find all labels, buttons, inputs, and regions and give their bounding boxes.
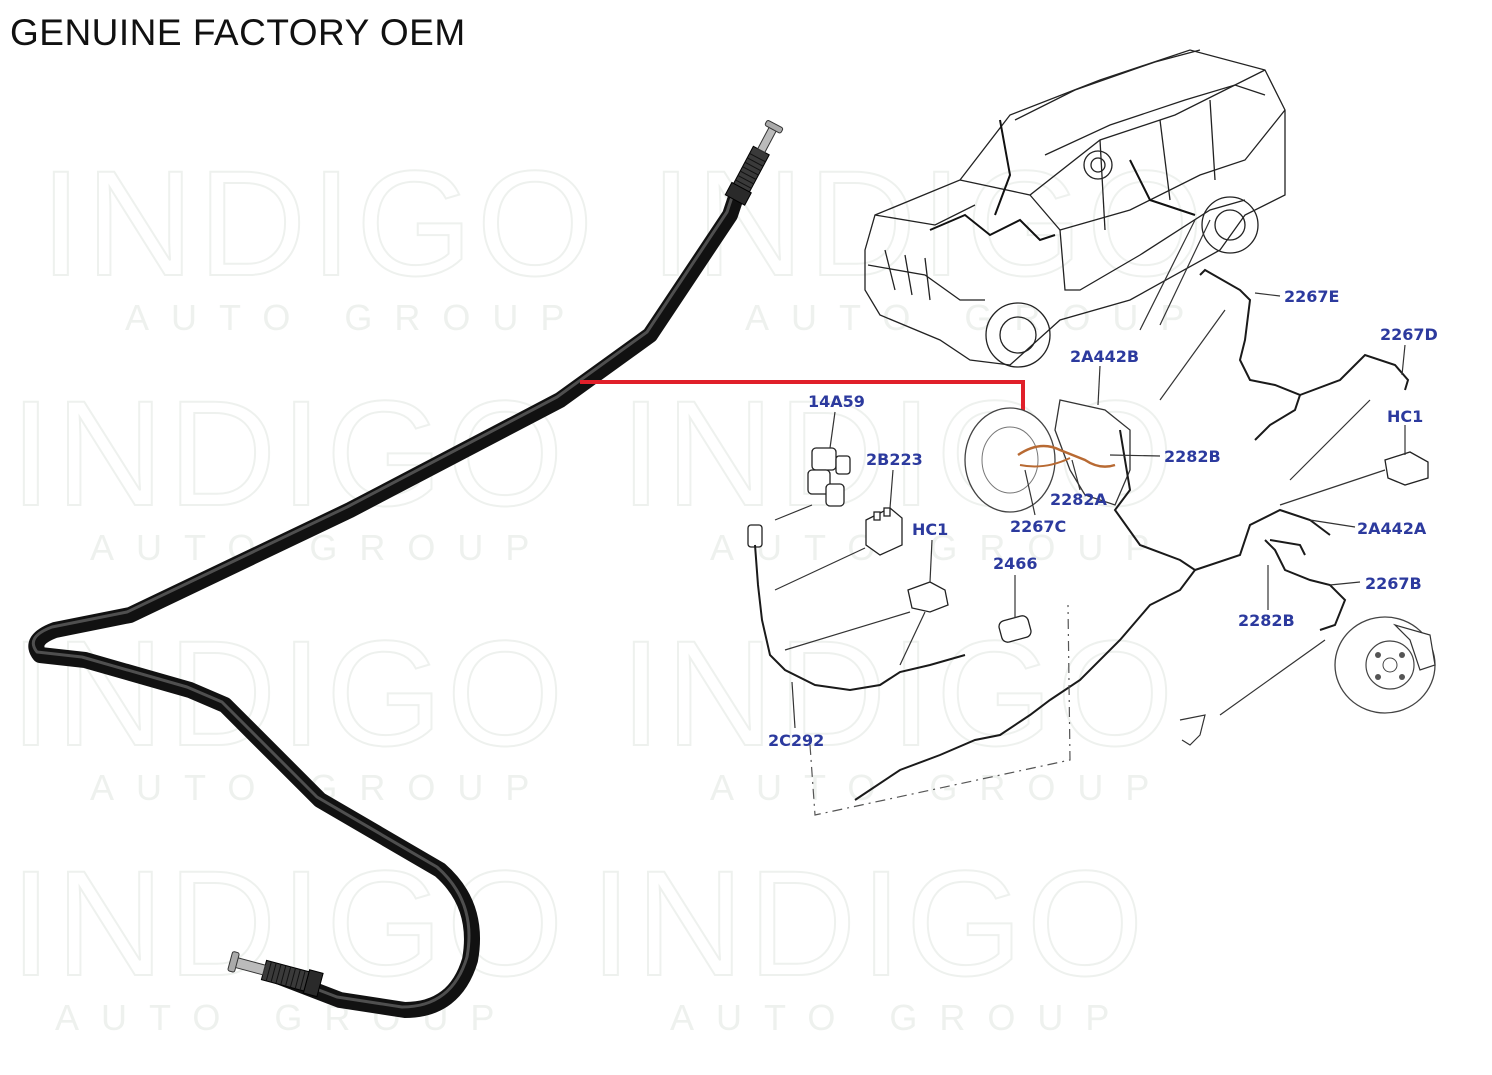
rear-brake-disc	[1179, 616, 1436, 746]
filter-2466	[998, 615, 1032, 643]
callout-2267C: 2267C	[1010, 517, 1066, 536]
callout-HC1: HC1	[912, 520, 948, 539]
watermark-text: INDIGO	[620, 609, 1177, 777]
harness	[754, 268, 1410, 816]
watermark-text: INDIGO	[10, 609, 567, 777]
front-brake-assembly	[964, 399, 1131, 513]
clip-HC1-left	[907, 581, 949, 613]
callout-2282B: 2282B	[1238, 611, 1295, 630]
callout-2A442B: 2A442B	[1070, 347, 1139, 366]
callout-HC1: HC1	[1387, 407, 1423, 426]
callout-2282B: 2282B	[1164, 447, 1221, 466]
watermark-text: INDIGO	[40, 139, 597, 307]
callout-14A59: 14A59	[808, 392, 865, 411]
watermark-subtext: AUTO GROUP	[125, 297, 586, 338]
watermark-subtext: AUTO GROUP	[670, 997, 1131, 1038]
callout-2C292: 2C292	[768, 731, 824, 750]
callout-2267D: 2267D	[1380, 325, 1438, 344]
watermark-subtext: AUTO GROUP	[90, 527, 551, 568]
watermark-text: INDIGO	[590, 839, 1147, 1007]
watermark-text: INDIGO	[10, 369, 567, 537]
brake-pipe-image	[28, 120, 784, 1018]
watermark-subtext: AUTO GROUP	[710, 767, 1171, 808]
top-fitting	[724, 120, 784, 206]
vehicle-outline	[864, 49, 1286, 368]
bottom-fitting	[227, 951, 324, 998]
callout-2267E: 2267E	[1284, 287, 1339, 306]
switch-2B223	[865, 507, 903, 556]
callout-2466: 2466	[993, 554, 1038, 573]
sensor-14A59	[807, 447, 851, 507]
watermark-subtext: AUTO GROUP	[745, 297, 1206, 338]
leader-lines	[774, 219, 1406, 729]
watermark-subtext: AUTO GROUP	[710, 527, 1171, 568]
callout-labels: 2267E 2267D 2A442B HC1 14A59 2B223 2282B…	[768, 287, 1438, 750]
callout-2267B: 2267B	[1365, 574, 1422, 593]
connector-left	[747, 524, 763, 548]
callout-2282A: 2282A	[1050, 490, 1108, 509]
callout-2B223: 2B223	[866, 450, 923, 469]
components	[747, 447, 1429, 643]
page-title: GENUINE FACTORY OEM	[10, 12, 466, 53]
callout-2A442A: 2A442A	[1357, 519, 1427, 538]
clip-HC1-right	[1384, 451, 1429, 486]
